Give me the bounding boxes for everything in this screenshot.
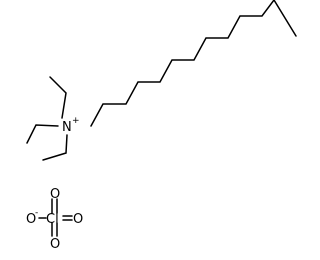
oxygen-left-charge: -: [35, 208, 38, 218]
nitrogen-label: N: [62, 120, 72, 135]
ethyl-left-bonds: [26, 124, 59, 144]
oxygen-bottom-label: O: [50, 237, 60, 252]
dodecyl-chain: [90, 0, 297, 127]
nitrogen-atom: N +: [62, 116, 80, 135]
ethyl-top-bonds: [49, 76, 67, 119]
perchlorate-anion: O Cl O O O -: [26, 187, 83, 252]
ethyl-group-top: [49, 76, 67, 119]
ethyl-bottom-bonds: [42, 134, 68, 161]
nitrogen-charge: +: [72, 116, 80, 126]
oxygen-left-label: O: [26, 212, 36, 227]
chlorine-label: Cl: [46, 212, 59, 227]
ethyl-group-left: [26, 124, 59, 144]
ethyl-group-bottom: [42, 134, 68, 161]
oxygen-top-label: O: [50, 187, 60, 202]
dodecyl-chain-bonds: [90, 0, 297, 127]
oxygen-right-label: O: [73, 212, 83, 227]
